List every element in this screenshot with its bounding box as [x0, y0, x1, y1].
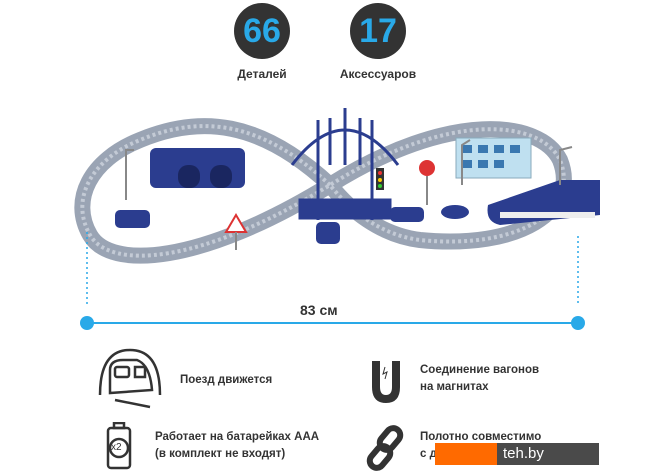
feature-batteries: Работает на батарейках AAA (в комплект не…: [155, 429, 319, 463]
stop-sign: [419, 160, 435, 205]
feature-text: Соединение вагонов: [420, 364, 540, 376]
feature-track-compatibility: Полотно совместимо с д: [420, 429, 541, 463]
warning-sign: [224, 213, 248, 250]
figure-eight-track: [74, 118, 572, 264]
station-building: [455, 137, 532, 179]
feature-text: на магнитах: [420, 381, 489, 393]
bridge: [290, 108, 400, 220]
train: [487, 180, 600, 225]
street-lamps: [125, 139, 573, 200]
feature-text: Работает на батарейках AAA: [155, 431, 320, 443]
battery-icon: [106, 422, 132, 470]
parts-label: Деталей: [237, 67, 287, 81]
traffic-light: [376, 168, 384, 190]
train-set-illustration: [74, 108, 600, 330]
feature-text: Полотно совместимо: [420, 431, 542, 443]
watermark: teh.by: [435, 443, 599, 465]
feature-text: с д: [420, 448, 437, 460]
watermark-text: teh.by: [497, 443, 599, 465]
chain-link-icon: [366, 425, 404, 471]
accessories-label: Аксессуаров: [339, 67, 417, 81]
battery-count: x2: [111, 442, 122, 453]
dimension-arrows: [86, 232, 579, 324]
accessories-count-badge: 17: [350, 3, 406, 59]
dimension-end-dot: [571, 316, 585, 330]
feature-train-moves: Поезд движется: [180, 372, 272, 389]
feature-text: Поезд движется: [180, 374, 273, 386]
dimension-start-dot: [80, 316, 94, 330]
train-icon: [98, 348, 162, 409]
length-label: 83 см: [300, 302, 338, 318]
feature-text: (в комплект не входят): [155, 448, 286, 460]
magnet-icon: [372, 361, 400, 403]
feature-magnetic-coupling: Соединение вагонов на магнитах: [420, 362, 539, 396]
cars: [115, 205, 469, 244]
tunnel: [150, 148, 245, 188]
parts-count-badge: 66: [234, 3, 290, 59]
